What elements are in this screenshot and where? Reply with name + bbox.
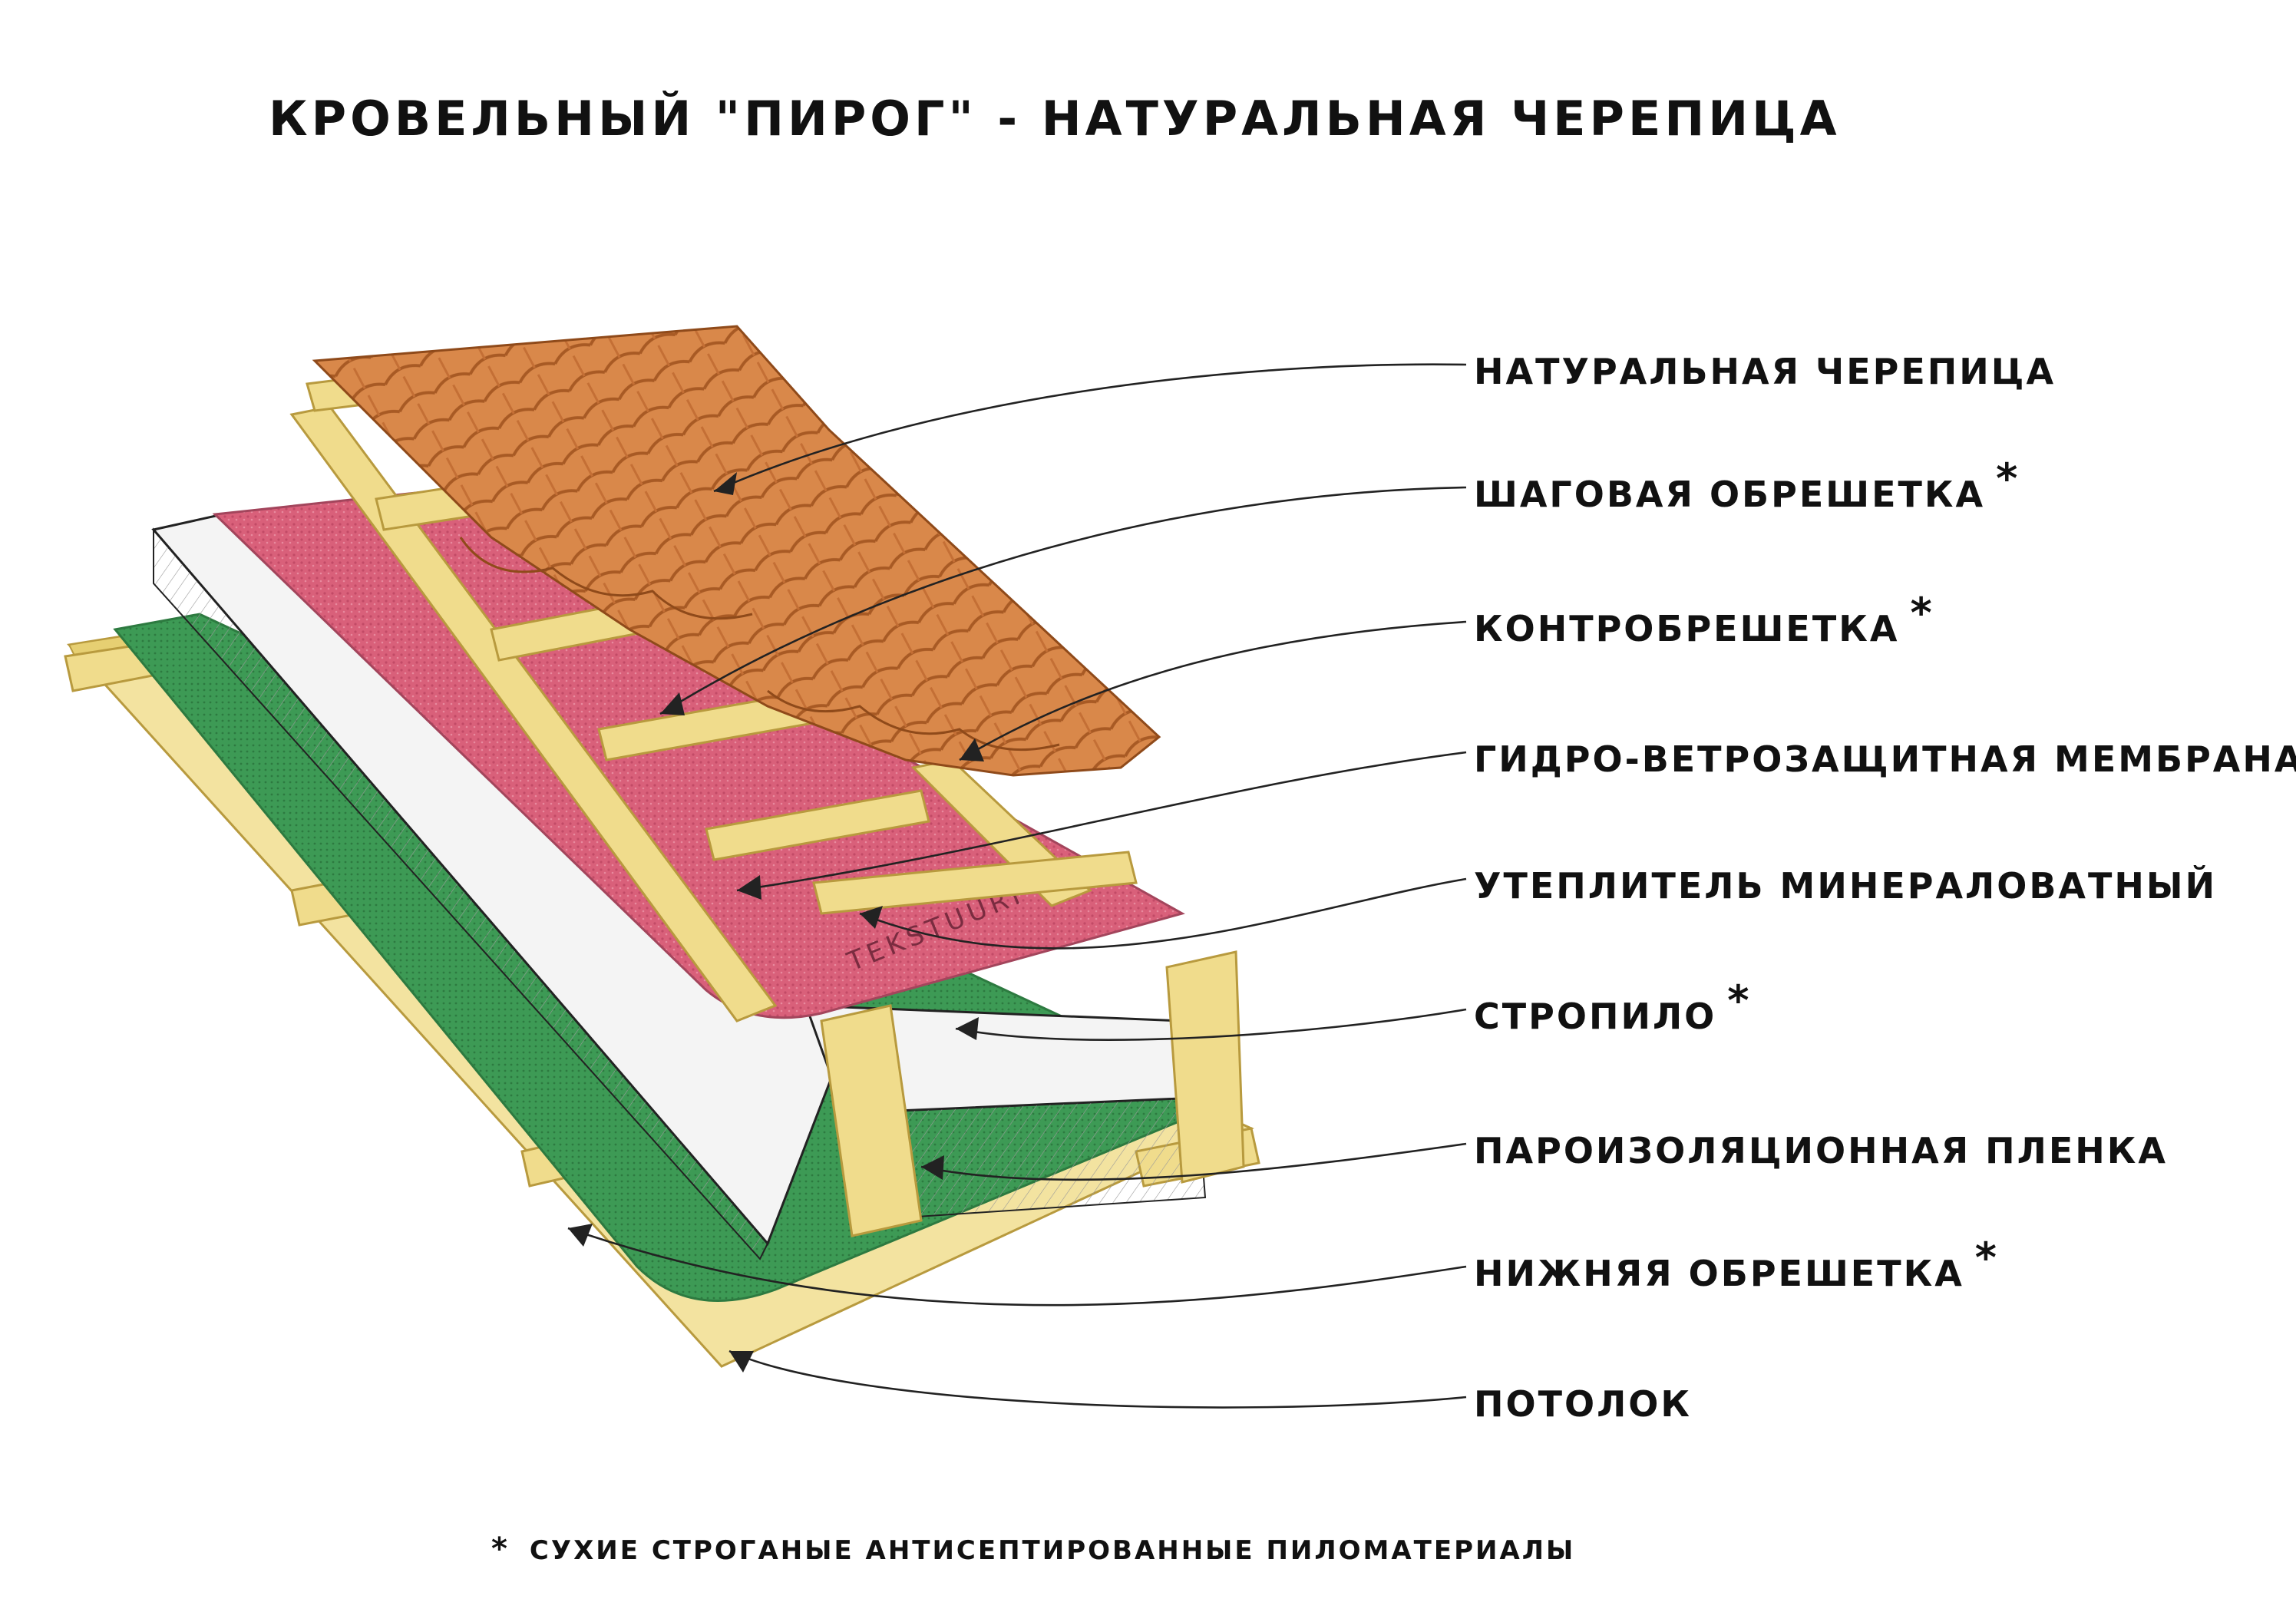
insulation-block: [151, 513, 1207, 1260]
label-counter-battens: КОНТРОБРЕШЕТКА*: [1474, 593, 1934, 649]
leader-line-ceiling: [728, 1349, 1467, 1409]
arrow-head-ceiling: [729, 1351, 754, 1373]
leader-line-counter-battens: [959, 620, 1467, 761]
footnote-mark: *: [491, 1531, 510, 1567]
leader-line-rafter: [955, 1008, 1467, 1041]
label-rafter: СТРОПИЛО*: [1474, 980, 1752, 1037]
label-ceiling: ПОТОЛОК: [1474, 1382, 1703, 1423]
diagram-title: КРОВЕЛЬНЫЙ "ПИРОГ" - НАТУРАЛЬНАЯ ЧЕРЕПИЦ…: [269, 91, 1841, 147]
leader-lines: [567, 363, 1467, 1409]
label-natural-tiles-text: НАТУРАЛЬНАЯ ЧЕРЕПИЦА: [1474, 351, 2056, 392]
leader-line-step-battens: [659, 486, 1467, 715]
label-natural-tiles: НАТУРАЛЬНАЯ ЧЕРЕПИЦА: [1474, 349, 2066, 391]
footnote: * СУХИЕ СТРОГАНЫЕ АНТИСЕПТИРОВАННЫЕ ПИЛОМ…: [491, 1531, 1575, 1567]
leader-line-lower-battens: [567, 1227, 1467, 1307]
label-vapor-film: ПАРОИЗОЛЯЦИОННАЯ ПЛЕНКА: [1474, 1128, 2179, 1170]
arrow-head-membrane: [737, 875, 761, 900]
label-lower-battens-text: НИЖНЯЯ ОБРЕШЕТКА: [1474, 1253, 1964, 1294]
arrow-head-lower-battens: [568, 1224, 593, 1247]
label-lower-battens-mark: *: [1974, 1234, 2000, 1282]
arrow-head-tiles: [714, 472, 737, 495]
arrow-head-counter-battens: [960, 738, 984, 761]
rafters: [820, 950, 1245, 1237]
label-step-battens-text: ШАГОВАЯ ОБРЕШЕТКА: [1474, 474, 1986, 515]
label-counter-battens-mark: *: [1910, 589, 1934, 637]
label-ceiling-text: ПОТОЛОК: [1474, 1383, 1692, 1425]
footnote-text: СУХИЕ СТРОГАНЫЕ АНТИСЕПТИРОВАННЫЕ ПИЛОМА…: [529, 1535, 1576, 1566]
leader-line-insulation: [859, 877, 1467, 950]
clay-tiles: [312, 325, 1161, 777]
label-vapor-film-text: ПАРОИЗОЛЯЦИОННАЯ ПЛЕНКА: [1474, 1130, 2168, 1171]
arrow-head-vapor-film: [921, 1155, 944, 1180]
label-step-battens: ШАГОВАЯ ОБРЕШЕТКА*: [1474, 458, 2020, 515]
label-step-battens-mark: *: [1996, 454, 2020, 503]
label-rafter-text: СТРОПИЛО: [1474, 996, 1717, 1037]
arrow-head-step-battens: [660, 692, 685, 715]
label-insulation-text: УТЕПЛИТЕЛЬ МИНЕРАЛОВАТНЫЙ: [1474, 865, 2218, 907]
leader-line-tiles: [713, 363, 1467, 493]
label-lower-battens: НИЖНЯЯ ОБРЕШЕТКА*: [1474, 1237, 1999, 1294]
leader-line-vapor-film: [920, 1142, 1467, 1181]
label-membrane: ГИДРО-ВЕТРОЗАЩИТНАЯ МЕМБРАНА: [1474, 737, 2296, 778]
arrow-head-insulation: [860, 906, 883, 929]
leader-line-membrane: [736, 751, 1467, 892]
label-counter-battens-text: КОНТРОБРЕШЕТКА: [1474, 608, 1900, 649]
arrow-head-rafter: [956, 1017, 979, 1040]
label-membrane-text: ГИДРО-ВЕТРОЗАЩИТНАЯ МЕМБРАНА: [1474, 738, 2296, 780]
label-insulation: УТЕПЛИТЕЛЬ МИНЕРАЛОВАТНЫЙ: [1474, 864, 2228, 905]
label-rafter-mark: *: [1727, 976, 1752, 1025]
